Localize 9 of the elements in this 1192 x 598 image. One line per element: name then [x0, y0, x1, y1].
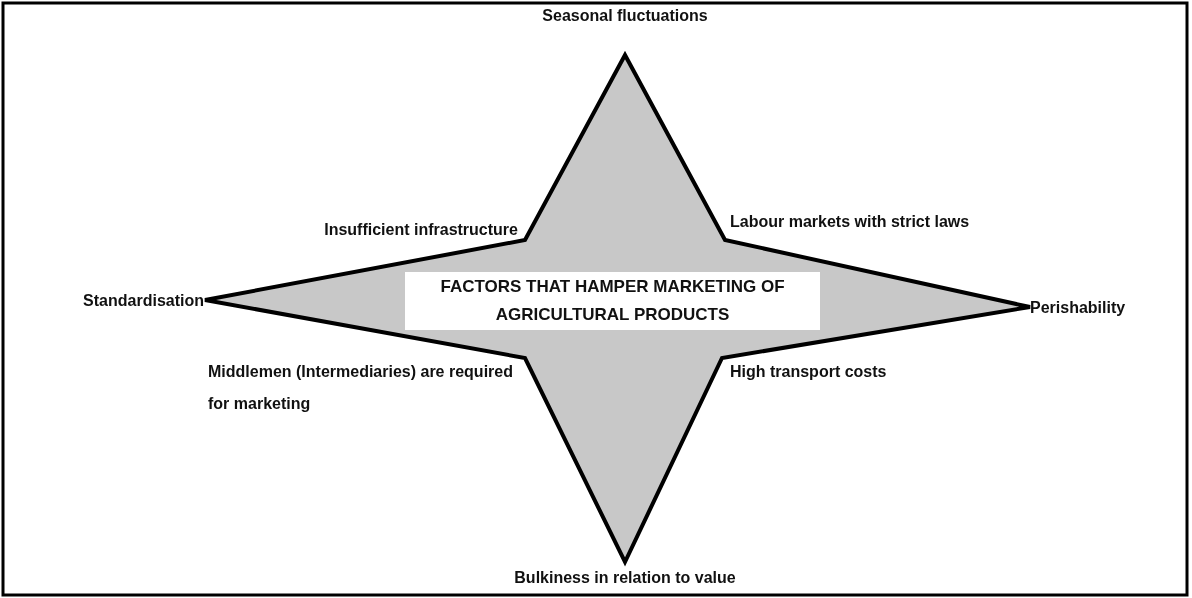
- factor-label: Insufficient infrastructure: [324, 221, 518, 238]
- factor-label: Middlemen (Intermediaries) are required for marketing: [208, 363, 513, 412]
- factor-label: Standardisation: [83, 292, 204, 309]
- factor-label: Bulkiness in relation to value: [514, 569, 736, 586]
- title-box: FACTORS THAT HAMPER MARKETING OF AGRICULTURAL PRODUCTS: [405, 272, 820, 330]
- factor-label: High transport costs: [730, 363, 887, 380]
- factor-label: Labour markets with strict laws: [730, 213, 970, 230]
- factor-label: Perishability: [1030, 299, 1126, 316]
- factor-label: Seasonal fluctuations: [542, 7, 708, 24]
